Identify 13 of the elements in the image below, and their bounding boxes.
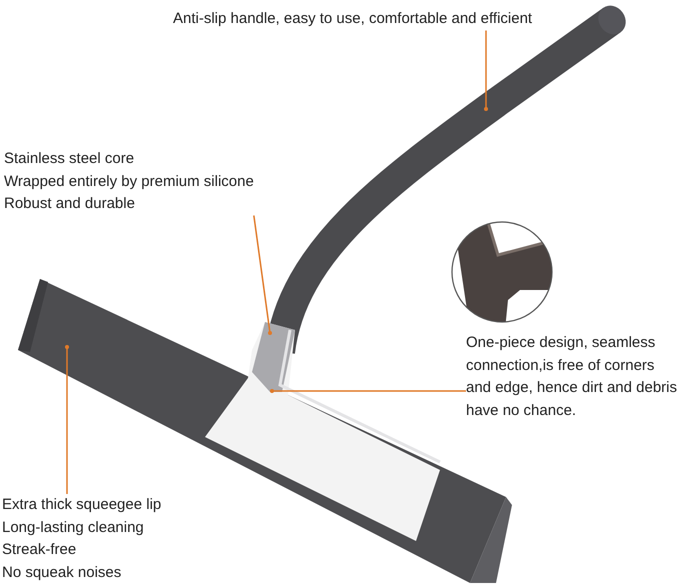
feature-text: Extra thick squeegee lip	[2, 495, 162, 515]
feature-text: Long-lasting cleaning	[2, 518, 145, 538]
feature-text: Robust and durable	[4, 194, 136, 214]
feature-text: No squeak noises	[2, 562, 122, 582]
feature-text: Wrapped entirely by premium silicone	[4, 172, 254, 192]
leader-line	[253, 215, 272, 335]
callout-text: Anti-slip handle, easy to use, comfortable and efficient	[173, 9, 532, 29]
feature-text: Streak-free	[2, 540, 78, 560]
leader-line	[65, 345, 69, 494]
leader-line	[484, 30, 488, 111]
leader-line	[270, 389, 466, 393]
callout-text: One-piece design, seamless connection,is free of corners and edge, hence dirt and debris have no chance.	[466, 333, 678, 420]
feature-text: Stainless steel core	[4, 149, 136, 169]
